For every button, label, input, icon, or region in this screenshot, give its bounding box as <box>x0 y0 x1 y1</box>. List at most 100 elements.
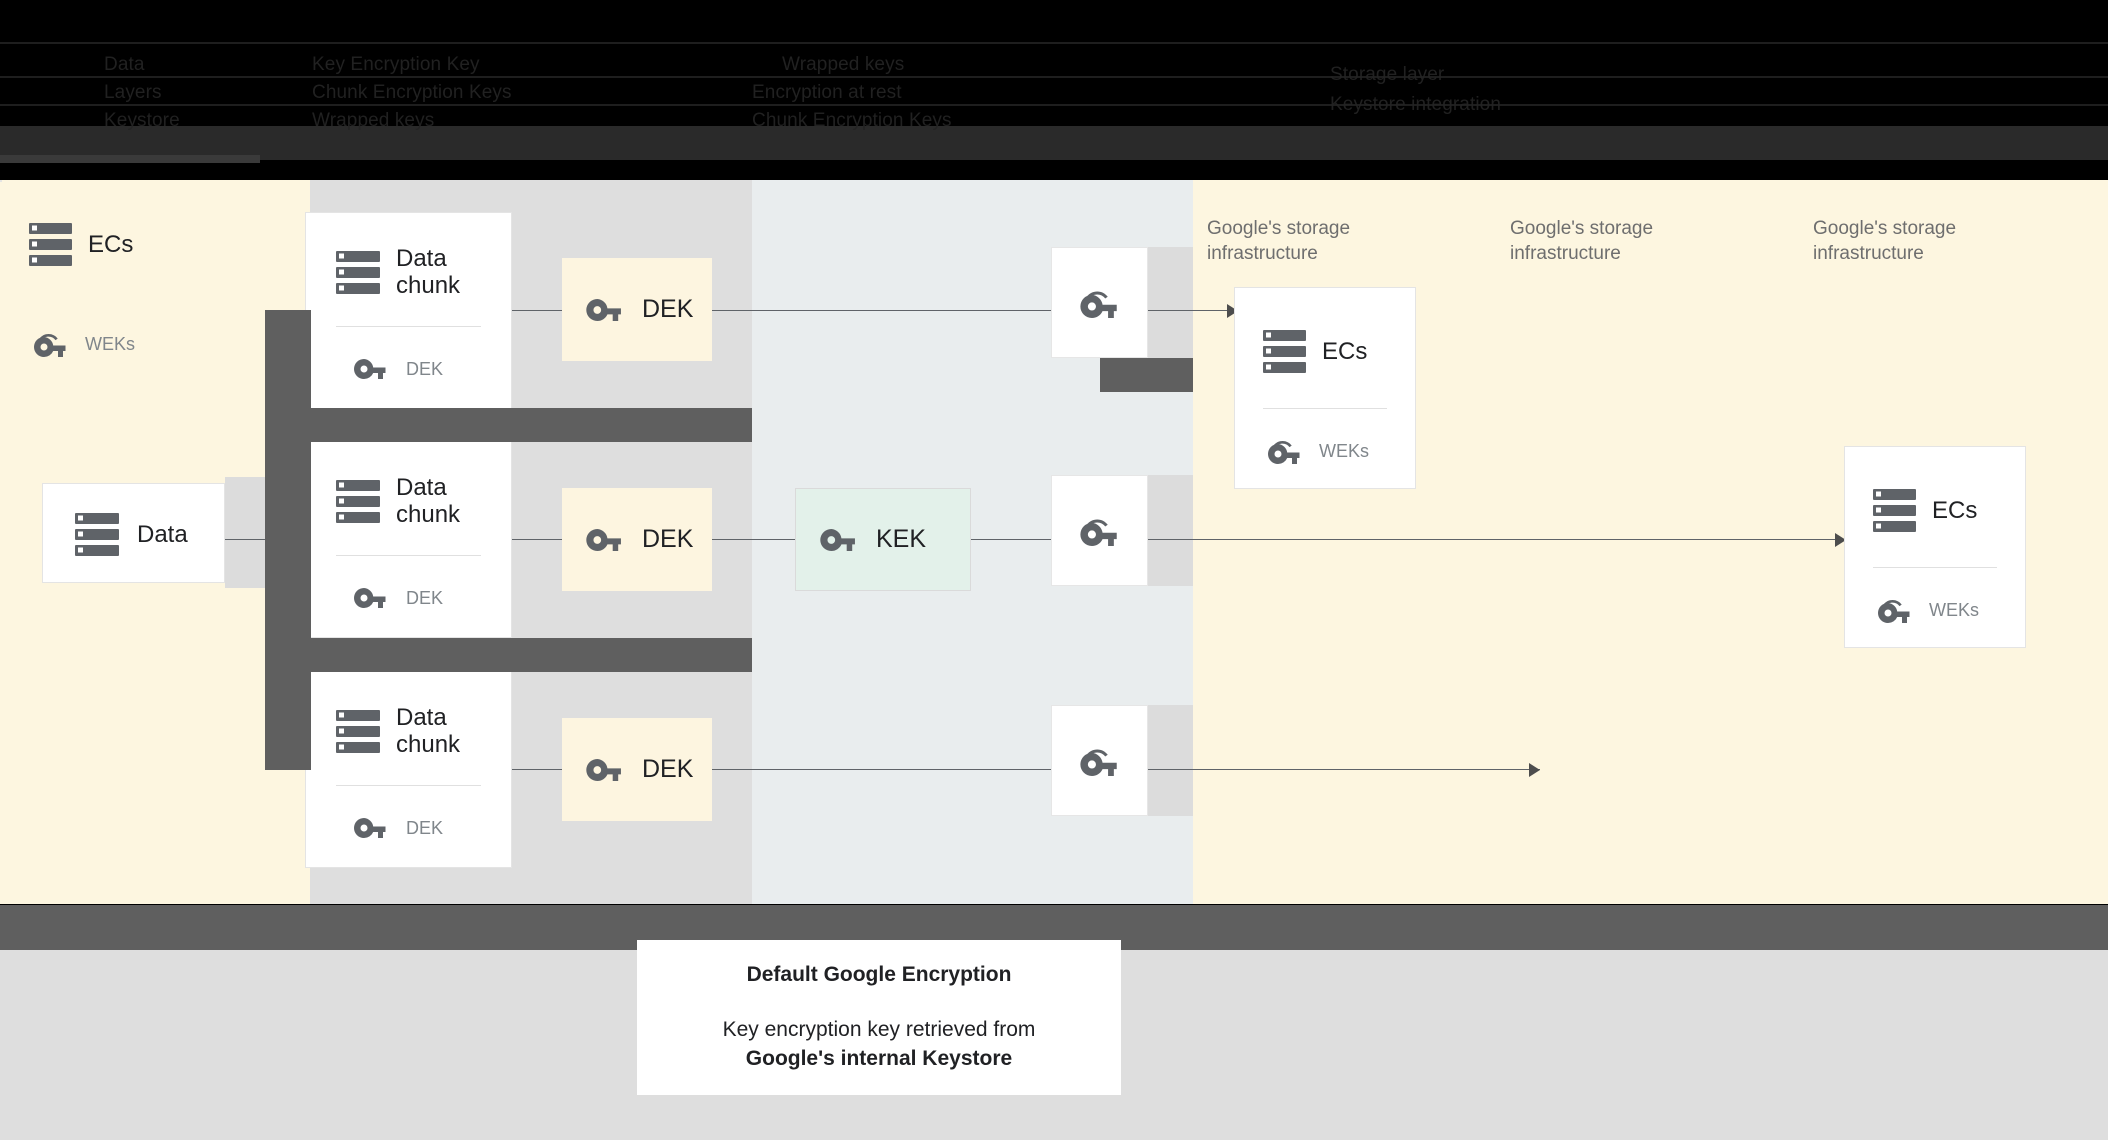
arrow-line-to-storage-2 <box>1148 539 1846 540</box>
key-icon <box>820 528 855 551</box>
card-data-chunk[interactable]: Data chunk DEK <box>305 671 512 868</box>
ecs-header: ECs <box>1 199 133 289</box>
redaction-bar-horizontal <box>265 638 752 672</box>
wrapped-key-icon <box>1878 600 1910 623</box>
ecs-key-label: WEKs <box>1929 599 1980 620</box>
card-ecs[interactable]: ECs WEKs <box>0 180 135 357</box>
connector-chunk-to-dek <box>512 539 562 540</box>
card-divider <box>336 785 481 786</box>
key-icon <box>586 528 621 551</box>
key-icon <box>586 758 621 781</box>
connector-chunk-to-dek <box>512 769 562 770</box>
ecs-key-label: WEKs <box>85 333 136 354</box>
caption-line-2: Google's internal Keystore <box>745 1046 1013 1070</box>
ecs-key-row: WEKs <box>1 313 135 375</box>
server-icon <box>336 479 380 523</box>
server-icon <box>336 250 380 294</box>
chunk-header: Data chunk <box>306 686 511 776</box>
key-icon <box>354 818 386 838</box>
legend-rule <box>0 126 2108 160</box>
arrow-head-to-storage-3 <box>1529 763 1540 777</box>
legend-cell-r3c2: Wrapped keys <box>312 110 435 131</box>
legend-cell-r1c1: Data <box>104 54 145 75</box>
key-icon <box>354 359 386 379</box>
card-ecs[interactable]: ECs WEKs <box>1844 446 2026 648</box>
server-icon <box>1873 488 1916 532</box>
chunk-header: Data chunk <box>306 456 511 546</box>
chunk-header: Data chunk <box>306 227 511 317</box>
legend-cell-r2c3: Encryption at rest <box>752 82 902 103</box>
wrapped-key-icon <box>34 334 66 357</box>
card-divider <box>1263 408 1387 409</box>
storage-label-2: Google's storage infrastructure <box>1510 218 1654 264</box>
legend-rule <box>0 42 2108 44</box>
box-dek[interactable]: DEK <box>562 488 712 591</box>
chunk-key-label: DEK <box>406 358 444 379</box>
ecs-key-row: WEKs <box>1845 579 2025 641</box>
box-kek[interactable]: KEK <box>795 488 971 591</box>
caption-body: Key encryption key retrieved from Google… <box>723 1015 1036 1073</box>
chunk-key-label: DEK <box>406 817 444 838</box>
card-data-row: Data <box>43 484 224 584</box>
wrapped-key-shadow <box>1148 705 1193 816</box>
arrow-head-to-storage-1 <box>1227 304 1238 318</box>
wrapped-key-box[interactable] <box>1051 247 1148 358</box>
chunk-key-row: DEK <box>306 338 511 400</box>
wrapped-key-shadow <box>1148 475 1193 586</box>
arrow-head-to-storage-2 <box>1835 533 1846 547</box>
card-data-chunk[interactable]: Data chunk DEK <box>305 212 512 409</box>
storage-label-1: Google's storage infrastructure <box>1207 218 1351 264</box>
ecs-header: ECs <box>1845 465 2025 555</box>
server-icon <box>1263 329 1306 373</box>
wrapped-key-shadow <box>1148 247 1193 358</box>
legend-cell-r2c2: Chunk Encryption Keys <box>312 82 512 103</box>
chunk-title: Data chunk <box>396 245 461 299</box>
ecs-key-row: WEKs <box>1235 420 1415 482</box>
wrapped-key-box[interactable] <box>1051 705 1148 816</box>
connector-dek-to-wrapped-key <box>712 769 1051 770</box>
card-data[interactable]: Data <box>42 483 225 583</box>
kek-label: KEK <box>876 525 927 553</box>
connector-dek-to-wrapped-key <box>712 310 1051 311</box>
card-divider <box>336 326 481 327</box>
ecs-key-label: WEKs <box>1319 440 1370 461</box>
legend-cell-r2c4: Keystore integration <box>1330 94 1501 115</box>
legend-cell-r1c2: Key Encryption Key <box>312 54 480 75</box>
ecs-title: ECs <box>1322 337 1368 365</box>
box-dek[interactable]: DEK <box>562 258 712 361</box>
legend-cell-r3c1: Keystore <box>104 110 180 131</box>
ecs-title: ECs <box>88 230 134 258</box>
key-icon <box>354 588 386 608</box>
wrapped-key-box[interactable] <box>1051 475 1148 586</box>
card-data-chunk[interactable]: Data chunk DEK <box>305 441 512 638</box>
legend-cell-r2c1: Layers <box>104 82 162 103</box>
caption-line-1: Key encryption key retrieved from <box>722 1017 1036 1041</box>
connector-chunk-to-dek <box>512 310 562 311</box>
arrow-line-to-storage-1 <box>1148 310 1238 311</box>
obscured-legend-strip: Data Key Encryption Key Wrapped keys Sto… <box>0 0 2108 163</box>
arrow-line-to-storage-3 <box>1148 769 1540 770</box>
card-divider <box>336 555 481 556</box>
legend-cell-r1c3: Wrapped keys <box>782 54 905 75</box>
storage-label-3: Google's storage infrastructure <box>1813 218 1957 264</box>
dek-label: DEK <box>642 755 694 783</box>
wrapped-key-icon <box>1079 518 1117 546</box>
legend-rule <box>0 155 260 163</box>
card-divider <box>1873 567 1997 568</box>
server-icon <box>29 222 72 266</box>
diagram-surface: Data Data chunk DEK <box>0 180 2108 904</box>
chunk-key-row: DEK <box>306 797 511 859</box>
wrapped-key-icon <box>1079 290 1117 318</box>
wrapped-key-icon <box>1079 748 1117 776</box>
server-icon <box>75 512 119 556</box>
redaction-bar-small <box>1100 358 1193 392</box>
box-dek[interactable]: DEK <box>562 718 712 821</box>
card-ecs[interactable]: ECs WEKs <box>1234 287 1416 489</box>
server-icon <box>336 709 380 753</box>
dek-label: DEK <box>642 295 694 323</box>
legend-cell-r1c4: Storage layer <box>1330 64 1445 85</box>
caption-card: Default Google Encryption Key encryption… <box>637 940 1121 1095</box>
ecs-header: ECs <box>1235 306 1415 396</box>
chunk-title: Data chunk <box>396 474 461 528</box>
